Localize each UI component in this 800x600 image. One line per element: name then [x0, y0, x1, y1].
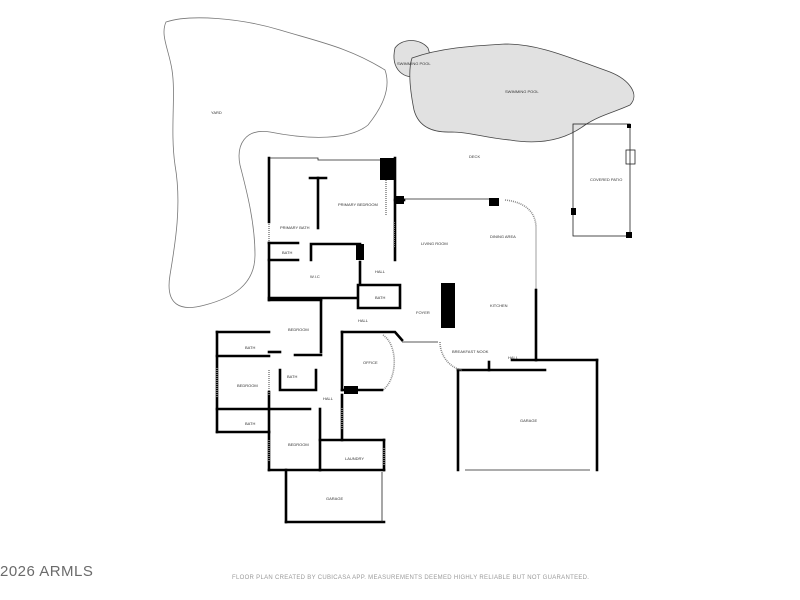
dining-area-label: DINING AREA [490, 234, 516, 239]
kitchen-label: KITCHEN [490, 303, 508, 308]
patio-post [627, 124, 631, 128]
covered-patio-label: COVERED PATIO [590, 177, 622, 182]
primary-bath-label: PRIMARY BATH [280, 225, 310, 230]
foyer-label: FOYER [416, 310, 430, 315]
wic-label: W.I.C [310, 274, 320, 279]
hall-left-label: HALL [323, 396, 334, 401]
laundry-label: LAUNDRY [345, 456, 364, 461]
garage-small-label: GARAGE [326, 496, 343, 501]
bath-top-label: BATH [282, 250, 292, 255]
copyright-watermark: 2026 ARMLS [0, 563, 94, 580]
patio-post [571, 208, 576, 215]
hall-top-label: HALL [375, 269, 386, 274]
bath-bottom-label: BATH [245, 421, 255, 426]
hall-kitchen-label: HALL [508, 355, 519, 360]
large-pool-label: SWIMMING POOL [505, 89, 539, 94]
bedroom-center-label: BEDROOM [288, 327, 309, 332]
small-pool-label: SWIMMING POOL [397, 61, 431, 66]
breakfast-nook-label: BREAKFAST NOOK [452, 349, 489, 354]
bath-left-label: BATH [245, 345, 255, 350]
living-room-label: LIVING ROOM [421, 241, 448, 246]
bedroom-bottom-label: BEDROOM [288, 442, 309, 447]
garage-large-label: GARAGE [520, 418, 537, 423]
floor-plan-disclaimer: FLOOR PLAN CREATED BY CUBICASA APP. MEAS… [232, 575, 590, 581]
deck-label: DECK [469, 154, 480, 159]
windows [216, 180, 395, 465]
covered-patio-outline [572, 123, 631, 237]
patio-post [626, 232, 632, 238]
hall-center-label: HALL [358, 318, 369, 323]
yard-outline [163, 17, 388, 308]
bedroom-left-label: BEDROOM [237, 383, 258, 388]
office-label: OFFICE [363, 360, 378, 365]
bath-mid-label: BATH [287, 374, 297, 379]
primary-bedroom-label: PRIMARY BEDROOM [338, 202, 378, 207]
large-pool-shape [409, 43, 635, 143]
house-walls [215, 156, 599, 524]
bath-center-label: BATH [375, 295, 385, 300]
grill-icon [625, 149, 636, 165]
yard-label: YARD [211, 110, 222, 115]
